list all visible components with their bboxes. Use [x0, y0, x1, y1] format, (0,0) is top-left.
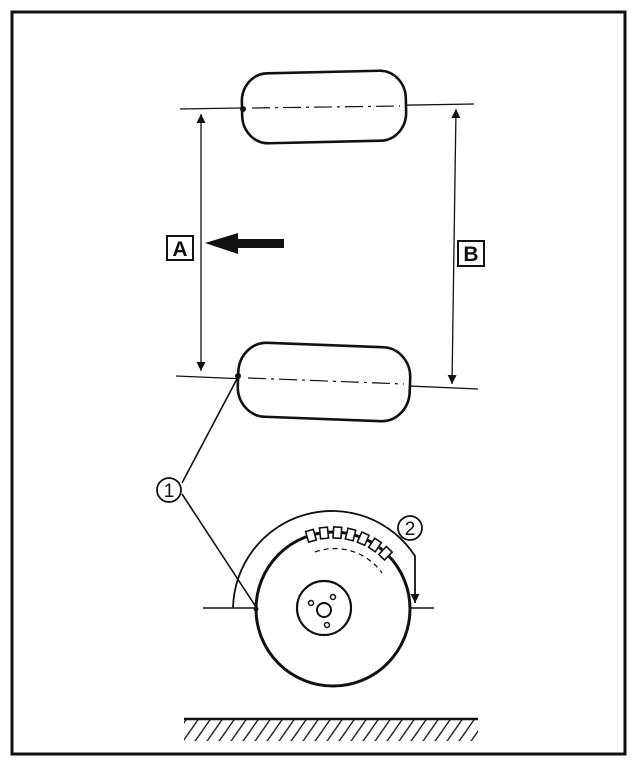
curved-arrow-icon [232, 510, 420, 609]
arrow-left-icon [205, 233, 284, 254]
callout-1-label: 1 [164, 481, 175, 502]
callout-2-label: 2 [405, 519, 416, 540]
wheel-side-view [203, 510, 434, 688]
tire-rear [175, 341, 479, 423]
dimension-a: A [166, 114, 206, 371]
ground-surface [184, 717, 478, 741]
dimension-b-box [457, 240, 485, 267]
callout-2: 2 [397, 515, 423, 541]
tread-dashes [314, 547, 383, 574]
callout-1-leaders [181, 376, 259, 611]
dimension-a-label: A [172, 238, 187, 261]
callout-1: 1 [156, 477, 182, 503]
tread-pattern [304, 525, 394, 562]
dimension-a-box [166, 235, 194, 261]
dimension-b: B [447, 108, 485, 385]
tire-front [179, 69, 475, 145]
dimension-b-label: B [463, 243, 478, 266]
